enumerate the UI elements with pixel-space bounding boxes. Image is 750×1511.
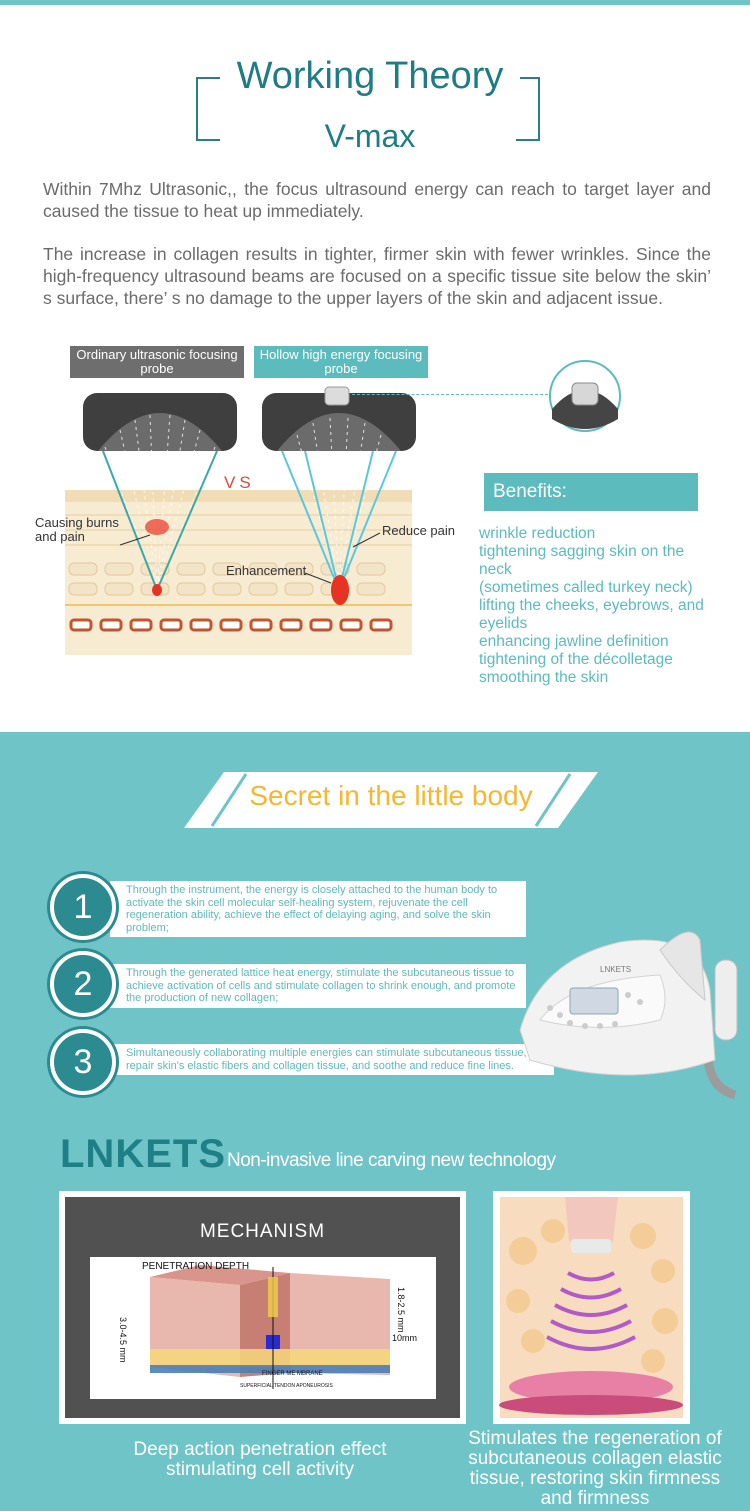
burns-label: Causing burns and pain (35, 515, 119, 544)
collagen-illustration (499, 1197, 683, 1418)
probe-comparison-diagram: VS (65, 386, 416, 655)
reduce-pain-label: Reduce pain (382, 523, 455, 538)
membrane-label: FINGER ME MBRANE (262, 1371, 323, 1377)
benefit-item: smoothing the skin (479, 669, 609, 686)
mechanism-diagram: PENETRATION DEPTH 3.0-4.5 mm 1.8-2.5 mm … (90, 1257, 436, 1399)
step-3-text: Simultaneously collaborating multiple en… (110, 1044, 554, 1075)
step-1-number: 1 (50, 874, 116, 940)
page-subtitle: V-max (324, 118, 416, 154)
fascia-label: SUPERFICIAL TENDON APONEUROSIS (240, 1383, 333, 1389)
benefit-item: tightening of the décolletage (479, 651, 673, 668)
collagen-caption: Stimulates the regeneration of subcutane… (468, 1428, 722, 1509)
zoom-connector-line (352, 394, 548, 395)
benefit-item: (sometimes called turkey neck) (479, 579, 693, 596)
step-1-text: Through the instrument, the energy is cl… (110, 881, 526, 937)
title-bracket-right (516, 77, 540, 141)
brand-tagline: Non-invasive line carving new technology (227, 1150, 556, 1171)
mechanism-caption: Deep action penetration effect stimulati… (133, 1439, 387, 1480)
intro-paragraph-2: The increase in collagen results in tigh… (43, 244, 711, 308)
benefit-item: tightening sagging skin on the neck (479, 543, 689, 578)
depth-bottom-label: 10mm (392, 1333, 417, 1343)
penetration-label: PENETRATION DEPTH (142, 1261, 249, 1272)
brand-logo: LNKETS (60, 1132, 226, 1176)
depth-left-label: 3.0-4.5 mm (118, 1317, 128, 1363)
probe-closeup-icon (549, 360, 621, 432)
step-2-text: Through the generated lattice heat energ… (110, 964, 526, 1008)
benefit-item: enhancing jawline definition (479, 633, 669, 650)
mechanism-title: MECHANISM (199, 1221, 326, 1242)
step-2-number: 2 (50, 951, 116, 1017)
title-bracket-left (196, 77, 220, 141)
page-title: Working Theory (220, 55, 520, 98)
benefit-item: wrinkle reduction (479, 525, 596, 542)
device-illustration: LNKETS (519, 931, 738, 1100)
top-accent-bar (0, 0, 750, 5)
collagen-panel (493, 1191, 690, 1424)
benefit-item: lifting the cheeks, eyebrows, and eyelid… (479, 597, 709, 632)
secret-title: Secret in the little body (249, 780, 533, 811)
secret-title-banner (184, 772, 598, 828)
depth-right-label: 1.8-2.5 mm (396, 1287, 406, 1333)
brand-row: LNKETS Non-invasive line carving new tec… (60, 1132, 680, 1177)
mechanism-panel: MECHANISM PENETRATION DEPTH 3.0-4.5 mm 1… (59, 1191, 466, 1424)
device-brand-label: LNKETS (600, 965, 631, 974)
ordinary-probe-label: Ordinary ultrasonic focusing probe (70, 346, 244, 378)
benefits-list: wrinkle reduction tightening sagging ski… (479, 525, 719, 687)
hollow-probe-label: Hollow high energy focusing probe (254, 346, 428, 378)
intro-paragraph-1: Within 7Mhz Ultrasonic,, the focus ultra… (43, 179, 711, 221)
benefits-heading: Benefits: (484, 473, 698, 511)
enhancement-label: Enhancement (226, 563, 307, 578)
vs-label: VS (224, 473, 255, 492)
step-3-number: 3 (50, 1029, 116, 1095)
